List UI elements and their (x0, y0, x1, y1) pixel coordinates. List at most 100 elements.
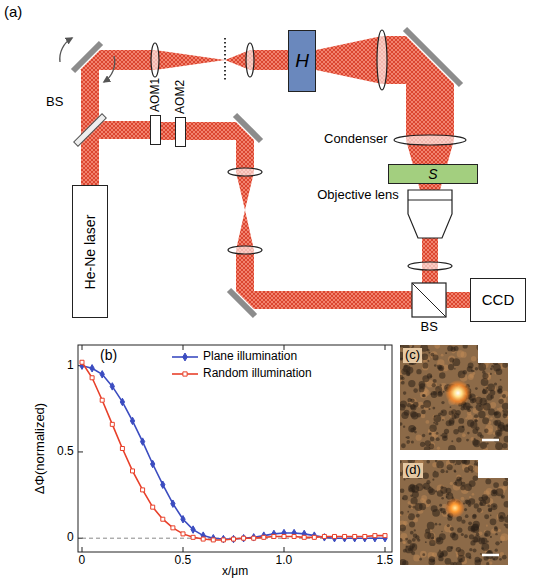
data-marker (373, 534, 377, 541)
lens (151, 43, 159, 77)
micrograph (473, 521, 480, 528)
micrograph (429, 540, 435, 546)
micrograph (403, 425, 405, 427)
micrograph (439, 504, 442, 507)
micrograph (484, 531, 490, 537)
beam-splitter (74, 114, 107, 147)
data-marker (383, 534, 387, 541)
legend-marker (183, 372, 187, 376)
data-marker (231, 535, 235, 542)
data-marker (272, 534, 276, 538)
micrograph (427, 522, 435, 530)
axis-tick (183, 547, 184, 552)
micrograph (449, 418, 455, 424)
tick-label: 0.5 (175, 554, 192, 568)
micrograph (442, 436, 448, 442)
micrograph (497, 388, 503, 394)
micrograph (490, 515, 492, 517)
micrograph (410, 531, 414, 535)
lens (228, 168, 262, 176)
data-marker (130, 417, 134, 424)
micrograph (500, 541, 502, 543)
micrograph (490, 518, 497, 525)
micrograph (492, 489, 497, 494)
camera-box: CCD (470, 278, 526, 322)
micrograph (419, 558, 422, 561)
micrograph (412, 538, 416, 542)
micrograph (445, 352, 447, 354)
micrograph (400, 375, 403, 380)
micrograph (478, 411, 485, 418)
micrograph (439, 508, 442, 511)
micrograph (413, 388, 418, 393)
lens (151, 30, 466, 270)
micrograph (408, 547, 412, 551)
micrograph (495, 541, 499, 545)
micrograph (468, 521, 472, 525)
micrograph (494, 411, 498, 415)
data-marker (141, 488, 145, 492)
data-marker (312, 535, 316, 539)
line-chart (78, 345, 392, 552)
axis-title: x/μm (222, 565, 248, 579)
micrograph (429, 425, 436, 432)
micrograph (435, 460, 437, 462)
micrograph (473, 475, 478, 480)
lens (408, 262, 452, 270)
micrograph (423, 400, 431, 408)
rotation-arrow (60, 38, 72, 62)
micrograph (441, 497, 444, 500)
micrograph (482, 417, 489, 424)
micrograph (473, 440, 480, 447)
axis-title: ΔΦ(normalized) (33, 402, 48, 493)
micrograph (494, 382, 497, 385)
micrograph (502, 403, 508, 410)
micrograph (493, 432, 496, 435)
micrograph (433, 422, 435, 424)
rotation-arrow (60, 38, 115, 82)
micrograph (447, 464, 453, 470)
data-marker (252, 534, 256, 541)
micrograph (438, 391, 443, 396)
micrograph (452, 358, 460, 366)
micrograph (422, 363, 428, 369)
micrograph (481, 378, 489, 386)
micrograph (400, 345, 508, 450)
micrograph (429, 486, 431, 488)
micrograph (495, 533, 497, 535)
micrograph (502, 391, 508, 398)
micrograph (400, 525, 406, 532)
micrograph (410, 399, 414, 403)
micrograph (480, 442, 487, 449)
micrograph (424, 446, 431, 450)
micrograph (440, 435, 442, 437)
micrograph (487, 540, 489, 542)
data-marker (140, 438, 144, 445)
micrograph (416, 435, 422, 441)
micrograph (410, 484, 415, 489)
micrograph (400, 345, 401, 347)
micrograph (474, 414, 478, 418)
micrograph (407, 436, 410, 439)
micrograph (411, 440, 414, 443)
data-marker (100, 371, 104, 378)
rotation-arrow (104, 56, 115, 82)
micrograph (486, 562, 489, 565)
data-marker (302, 535, 306, 539)
micrograph (485, 478, 491, 484)
micrograph (409, 521, 415, 527)
micrograph (488, 550, 491, 553)
micrograph (456, 437, 461, 442)
objective-lens (408, 200, 452, 201)
micrograph (432, 383, 436, 387)
micrograph (466, 553, 472, 559)
component-label: Condenser (324, 132, 388, 147)
micrograph (504, 501, 508, 507)
data-marker (100, 398, 104, 402)
micrograph (481, 543, 489, 551)
data-marker (221, 538, 225, 542)
micrograph (490, 402, 496, 408)
micrograph (429, 433, 431, 435)
micrograph (403, 391, 407, 395)
micrograph (469, 548, 472, 551)
